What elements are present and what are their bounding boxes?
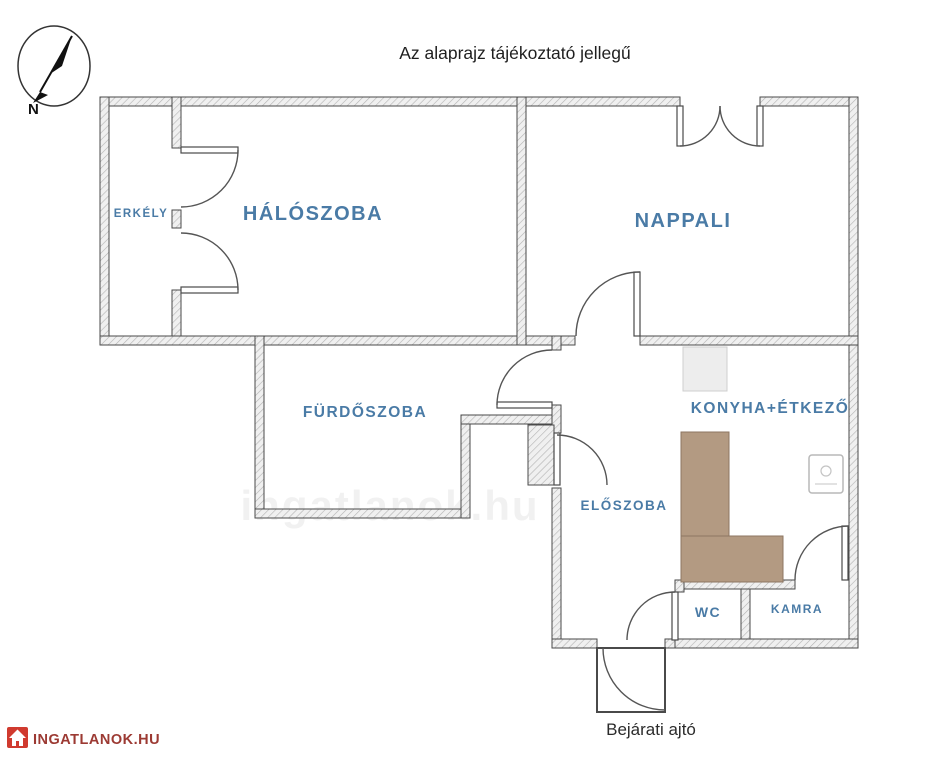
wall-segment [551,487,562,649]
door-arc [180,232,239,291]
door-arc [496,349,553,406]
wall-segment [171,289,182,337]
entrance-door-label: Bejárati ajtó [606,720,696,739]
door-leaf [180,146,239,154]
door-leaf [633,271,641,337]
room-label-kamra: KAMRA [771,602,823,616]
wall-segment [171,209,182,229]
door-leaf [553,432,561,486]
compass-needle-fill [50,36,72,74]
boiler-dial [820,465,832,477]
door-arc [626,591,676,641]
wall-segment [254,508,471,519]
fridge [682,346,728,392]
compass-arrowhead [33,92,48,103]
door-arc [602,647,666,711]
wall-segment [99,335,576,346]
room-label-wc: WC [695,604,721,620]
house-icon-door [16,741,19,746]
room-label-eloszoba: ELŐSZOBA [580,498,667,513]
door-arc [575,271,641,337]
kitchen-counter-vertical [680,431,730,545]
wall-segment [848,96,859,649]
room-labels: ERKÉLY HÁLÓSZOBA NAPPALI FÜRDŐSZOBA KONY… [114,201,850,620]
door-arc [679,105,721,147]
faint-watermark: ingatlanok.hu [241,482,540,529]
site-logo: INGATLANOK.HU [7,727,160,748]
door-leaf [496,401,553,409]
compass-icon: N [17,25,91,118]
door-arc [794,525,850,581]
room-label-erkely: ERKÉLY [114,207,169,220]
door-arc [719,105,761,147]
wall-segment [99,96,681,107]
wall-segment [759,96,859,107]
wall-segment [639,335,859,346]
walls [99,96,859,649]
entrance-vestibule [596,647,666,713]
logo-text: INGATLANOK.HU [33,732,160,748]
door-leaf [756,105,764,147]
boiler-body [808,454,844,494]
page-title: Az alaprajz tájékoztató jellegű [399,43,631,63]
door-leaf [841,525,849,581]
wall-segment [551,335,562,351]
room-label-nappali: NAPPALI [635,210,732,232]
room-label-furdoszoba: FÜRDŐSZOBA [303,403,427,421]
door-arc [180,149,239,208]
compass-north-label: N [28,101,39,118]
kitchen-counter-horizontal [680,535,784,583]
wall-segment [171,96,182,149]
wall-segment [99,96,110,346]
house-icon [9,729,26,738]
compass-ring [17,25,91,107]
wall-segment [516,96,527,346]
kitchen-fixtures [680,346,844,583]
door-leaf [671,591,679,641]
wall-segment [740,588,751,640]
wall-segment [460,414,553,425]
wall-segment [551,638,598,649]
wall-segment [674,638,859,649]
wall-segment [254,335,265,519]
shaft-box [527,424,555,486]
room-label-haloszoba: HÁLÓSZOBA [243,201,383,225]
wall-segment [674,579,685,593]
door-leaf [676,105,684,147]
wall-segment [460,414,471,519]
door-leaf [180,286,239,294]
room-label-konyha-etkezo: KONYHA+ÉTKEZŐ [691,399,850,417]
door-arc [556,434,608,486]
boiler-icon [808,454,844,494]
doors [180,105,850,713]
